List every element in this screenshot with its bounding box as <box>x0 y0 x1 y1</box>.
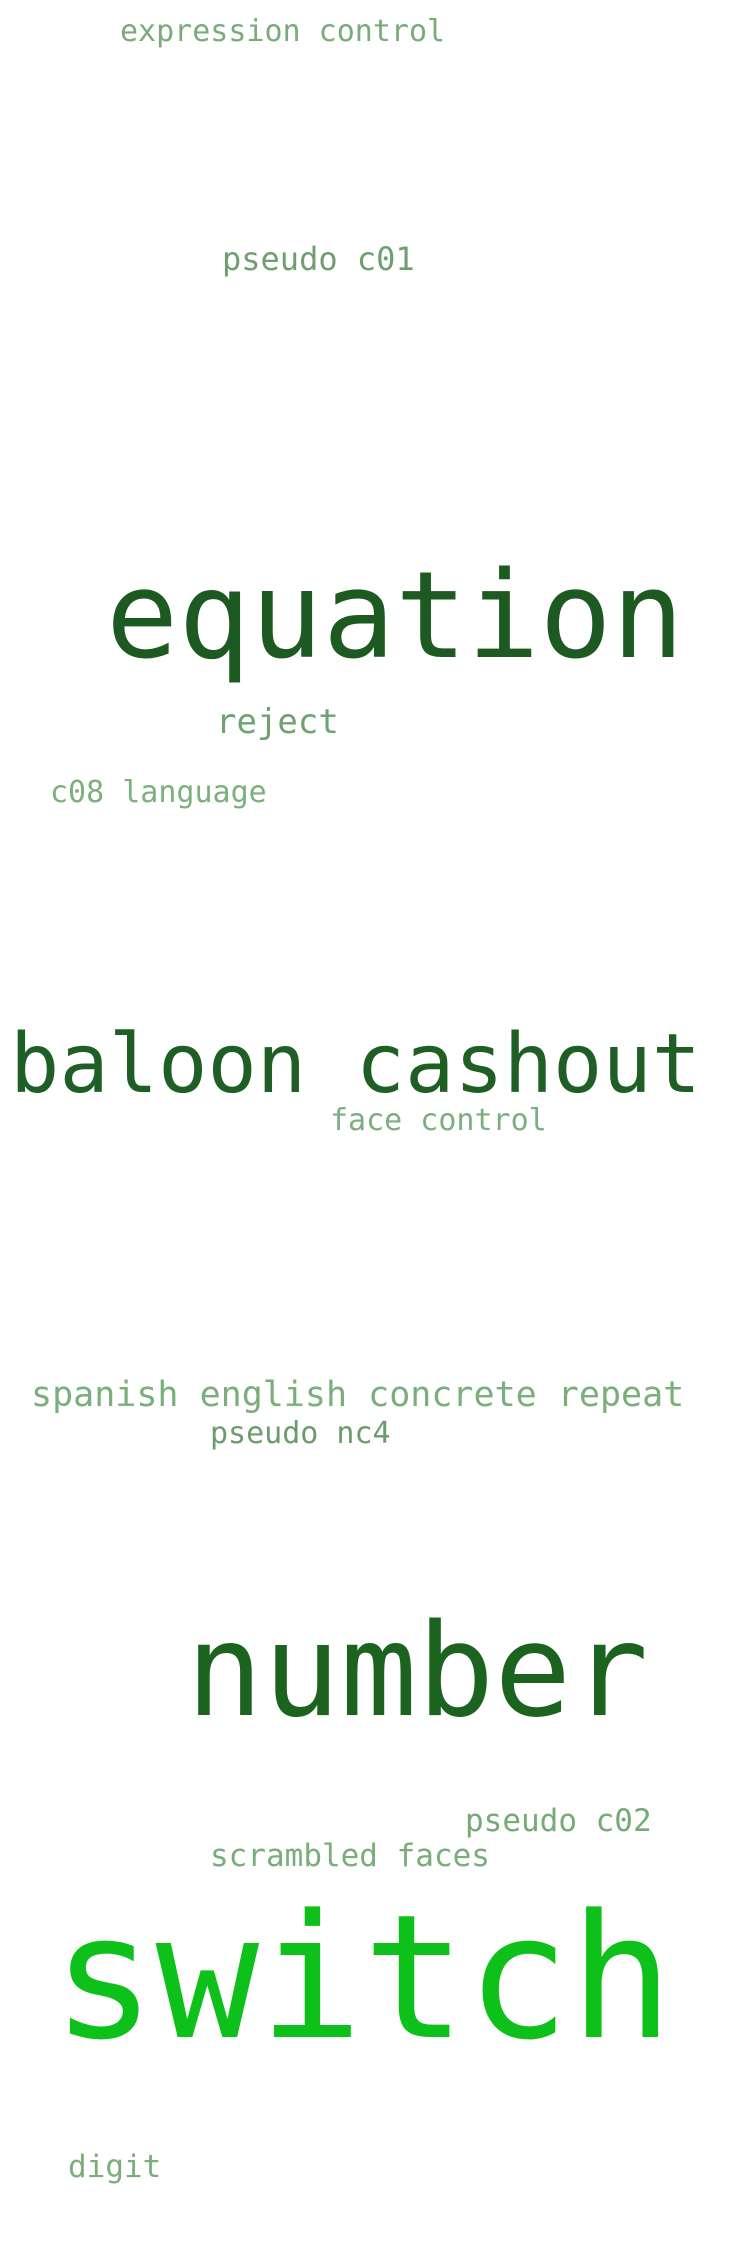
word-number: number <box>186 1597 649 1746</box>
word-scrambled-faces: scrambled faces <box>210 1838 490 1874</box>
word-baloon-cashout: baloon cashout <box>10 1017 702 1112</box>
word-spanish-english-concrete-repeat: spanish english concrete repeat <box>31 1375 685 1415</box>
word-equation: equation <box>106 547 684 686</box>
word-pseudo-c01: pseudo c01 <box>222 240 415 278</box>
word-face-control: face control <box>330 1103 547 1138</box>
word-pseudo-nc4: pseudo nc4 <box>210 1416 391 1451</box>
word-digit: digit <box>68 2149 162 2185</box>
word-reject: reject <box>216 702 339 742</box>
word-pseudo-c02: pseudo c02 <box>465 1803 652 1839</box>
word-expression-control: expression control <box>120 14 446 49</box>
word-switch: switch <box>52 1877 674 2078</box>
word-c08-language: c08 language <box>50 775 267 810</box>
